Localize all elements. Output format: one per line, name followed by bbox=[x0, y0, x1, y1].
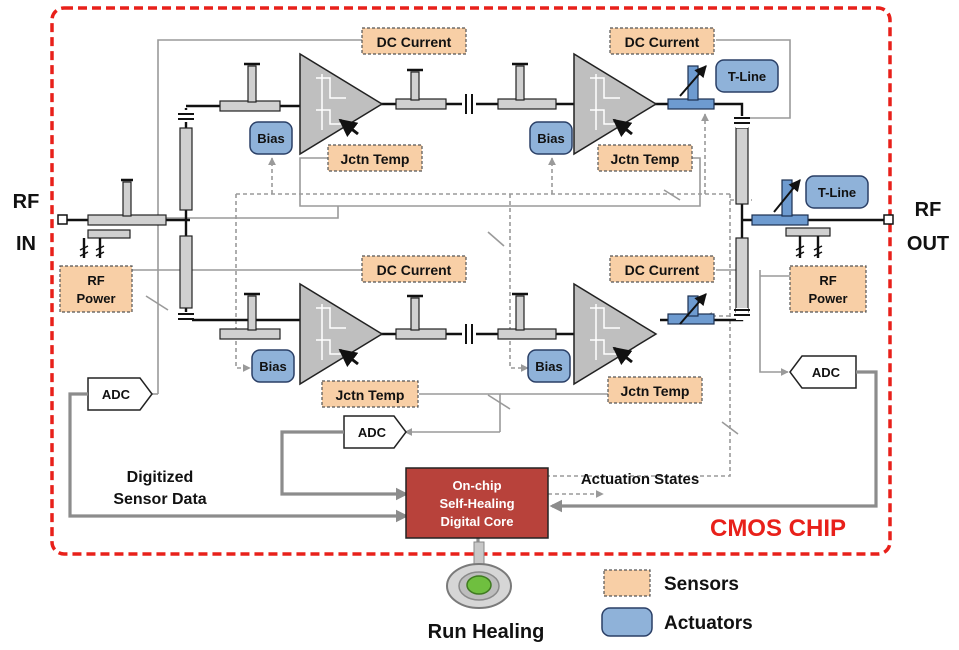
svg-text:T-Line: T-Line bbox=[818, 185, 856, 200]
dc-current-sensor-bottom-left: DC Current bbox=[361, 255, 467, 283]
svg-text:T-Line: T-Line bbox=[728, 69, 766, 84]
jctn-temp-sensor-top-right: Jctn Temp bbox=[597, 144, 693, 172]
svg-text:Jctn Temp: Jctn Temp bbox=[611, 151, 680, 167]
adc-center: ADC bbox=[343, 415, 407, 449]
svg-text:Bias: Bias bbox=[259, 359, 286, 374]
svg-text:Bias: Bias bbox=[537, 131, 564, 146]
svg-text:ADC: ADC bbox=[358, 425, 387, 440]
rf-out-label-1: RF bbox=[915, 199, 942, 221]
rf-power-sensor-out: RF Power bbox=[789, 265, 867, 313]
dc-current-sensor-top-right: DC Current bbox=[609, 27, 715, 55]
actuation-label: Actuation States bbox=[581, 471, 699, 488]
digitized-label-1: Digitized bbox=[127, 469, 194, 486]
rf-in-label-1: RF bbox=[13, 191, 40, 213]
svg-text:DC Current: DC Current bbox=[625, 34, 700, 50]
tline-actuator-elements bbox=[667, 65, 809, 325]
jctn-temp-sensor-bottom-right: Jctn Temp bbox=[607, 376, 703, 404]
svg-text:Self-Healing: Self-Healing bbox=[439, 496, 514, 511]
svg-text:ADC: ADC bbox=[812, 365, 841, 380]
adc-right: ADC bbox=[789, 355, 857, 389]
tline-actuator-top: T-Line bbox=[715, 59, 779, 93]
digital-core: On-chip Self-Healing Digital Core bbox=[405, 467, 549, 539]
capacitors bbox=[178, 94, 750, 344]
rf-power-sensor-in: RF Power bbox=[59, 265, 133, 313]
amplifier-bottom-left bbox=[299, 282, 384, 386]
amplifier-top-right bbox=[573, 52, 658, 156]
svg-text:RF: RF bbox=[87, 273, 104, 288]
dc-current-sensor-bottom-right: DC Current bbox=[609, 255, 715, 283]
run-healing-label: Run Healing bbox=[428, 621, 545, 643]
tline-stubs bbox=[87, 62, 831, 340]
svg-text:Actuators: Actuators bbox=[664, 613, 753, 634]
jctn-temp-sensor-top-left: Jctn Temp bbox=[327, 144, 423, 172]
dc-current-sensor-top-left: DC Current bbox=[361, 27, 467, 55]
svg-text:ADC: ADC bbox=[102, 387, 131, 402]
bias-actuator-top-left: Bias bbox=[249, 121, 293, 155]
svg-text:Power: Power bbox=[808, 291, 847, 306]
tline-actuator-out: T-Line bbox=[805, 175, 869, 209]
legend: Sensors Actuators bbox=[601, 569, 753, 637]
svg-text:On-chip: On-chip bbox=[452, 478, 501, 493]
svg-text:Jctn Temp: Jctn Temp bbox=[341, 151, 410, 167]
rf-in-port bbox=[57, 214, 68, 225]
cmos-chip-label: CMOS CHIP bbox=[710, 515, 846, 542]
run-healing-button[interactable] bbox=[446, 541, 512, 609]
svg-text:Sensors: Sensors bbox=[664, 574, 739, 595]
bias-actuator-top-right: Bias bbox=[529, 121, 573, 155]
amplifier-top-left bbox=[299, 52, 384, 156]
svg-text:Power: Power bbox=[76, 291, 115, 306]
svg-text:Digital Core: Digital Core bbox=[441, 514, 514, 529]
svg-text:RF: RF bbox=[819, 273, 836, 288]
rf-in-label-2: IN bbox=[16, 233, 36, 255]
rf-power-couplers bbox=[79, 236, 823, 258]
jctn-temp-sensor-bottom-left: Jctn Temp bbox=[321, 380, 419, 408]
digitized-label-2: Sensor Data bbox=[113, 491, 206, 508]
amplifier-bottom-right bbox=[573, 282, 658, 386]
svg-text:DC Current: DC Current bbox=[377, 34, 452, 50]
bias-actuator-bottom-left: Bias bbox=[251, 349, 295, 383]
svg-text:DC Current: DC Current bbox=[377, 262, 452, 278]
cmos-chip-border bbox=[50, 6, 892, 556]
svg-text:Bias: Bias bbox=[535, 359, 562, 374]
svg-text:Jctn Temp: Jctn Temp bbox=[621, 383, 690, 399]
rf-out-port bbox=[883, 214, 894, 225]
rf-out-label-2: OUT bbox=[907, 233, 949, 255]
temp-sense-arrows bbox=[338, 118, 633, 368]
svg-text:Jctn Temp: Jctn Temp bbox=[336, 387, 405, 403]
bias-actuator-bottom-right: Bias bbox=[527, 349, 571, 383]
svg-text:DC Current: DC Current bbox=[625, 262, 700, 278]
svg-text:Bias: Bias bbox=[257, 131, 284, 146]
adc-left: ADC bbox=[87, 377, 153, 411]
